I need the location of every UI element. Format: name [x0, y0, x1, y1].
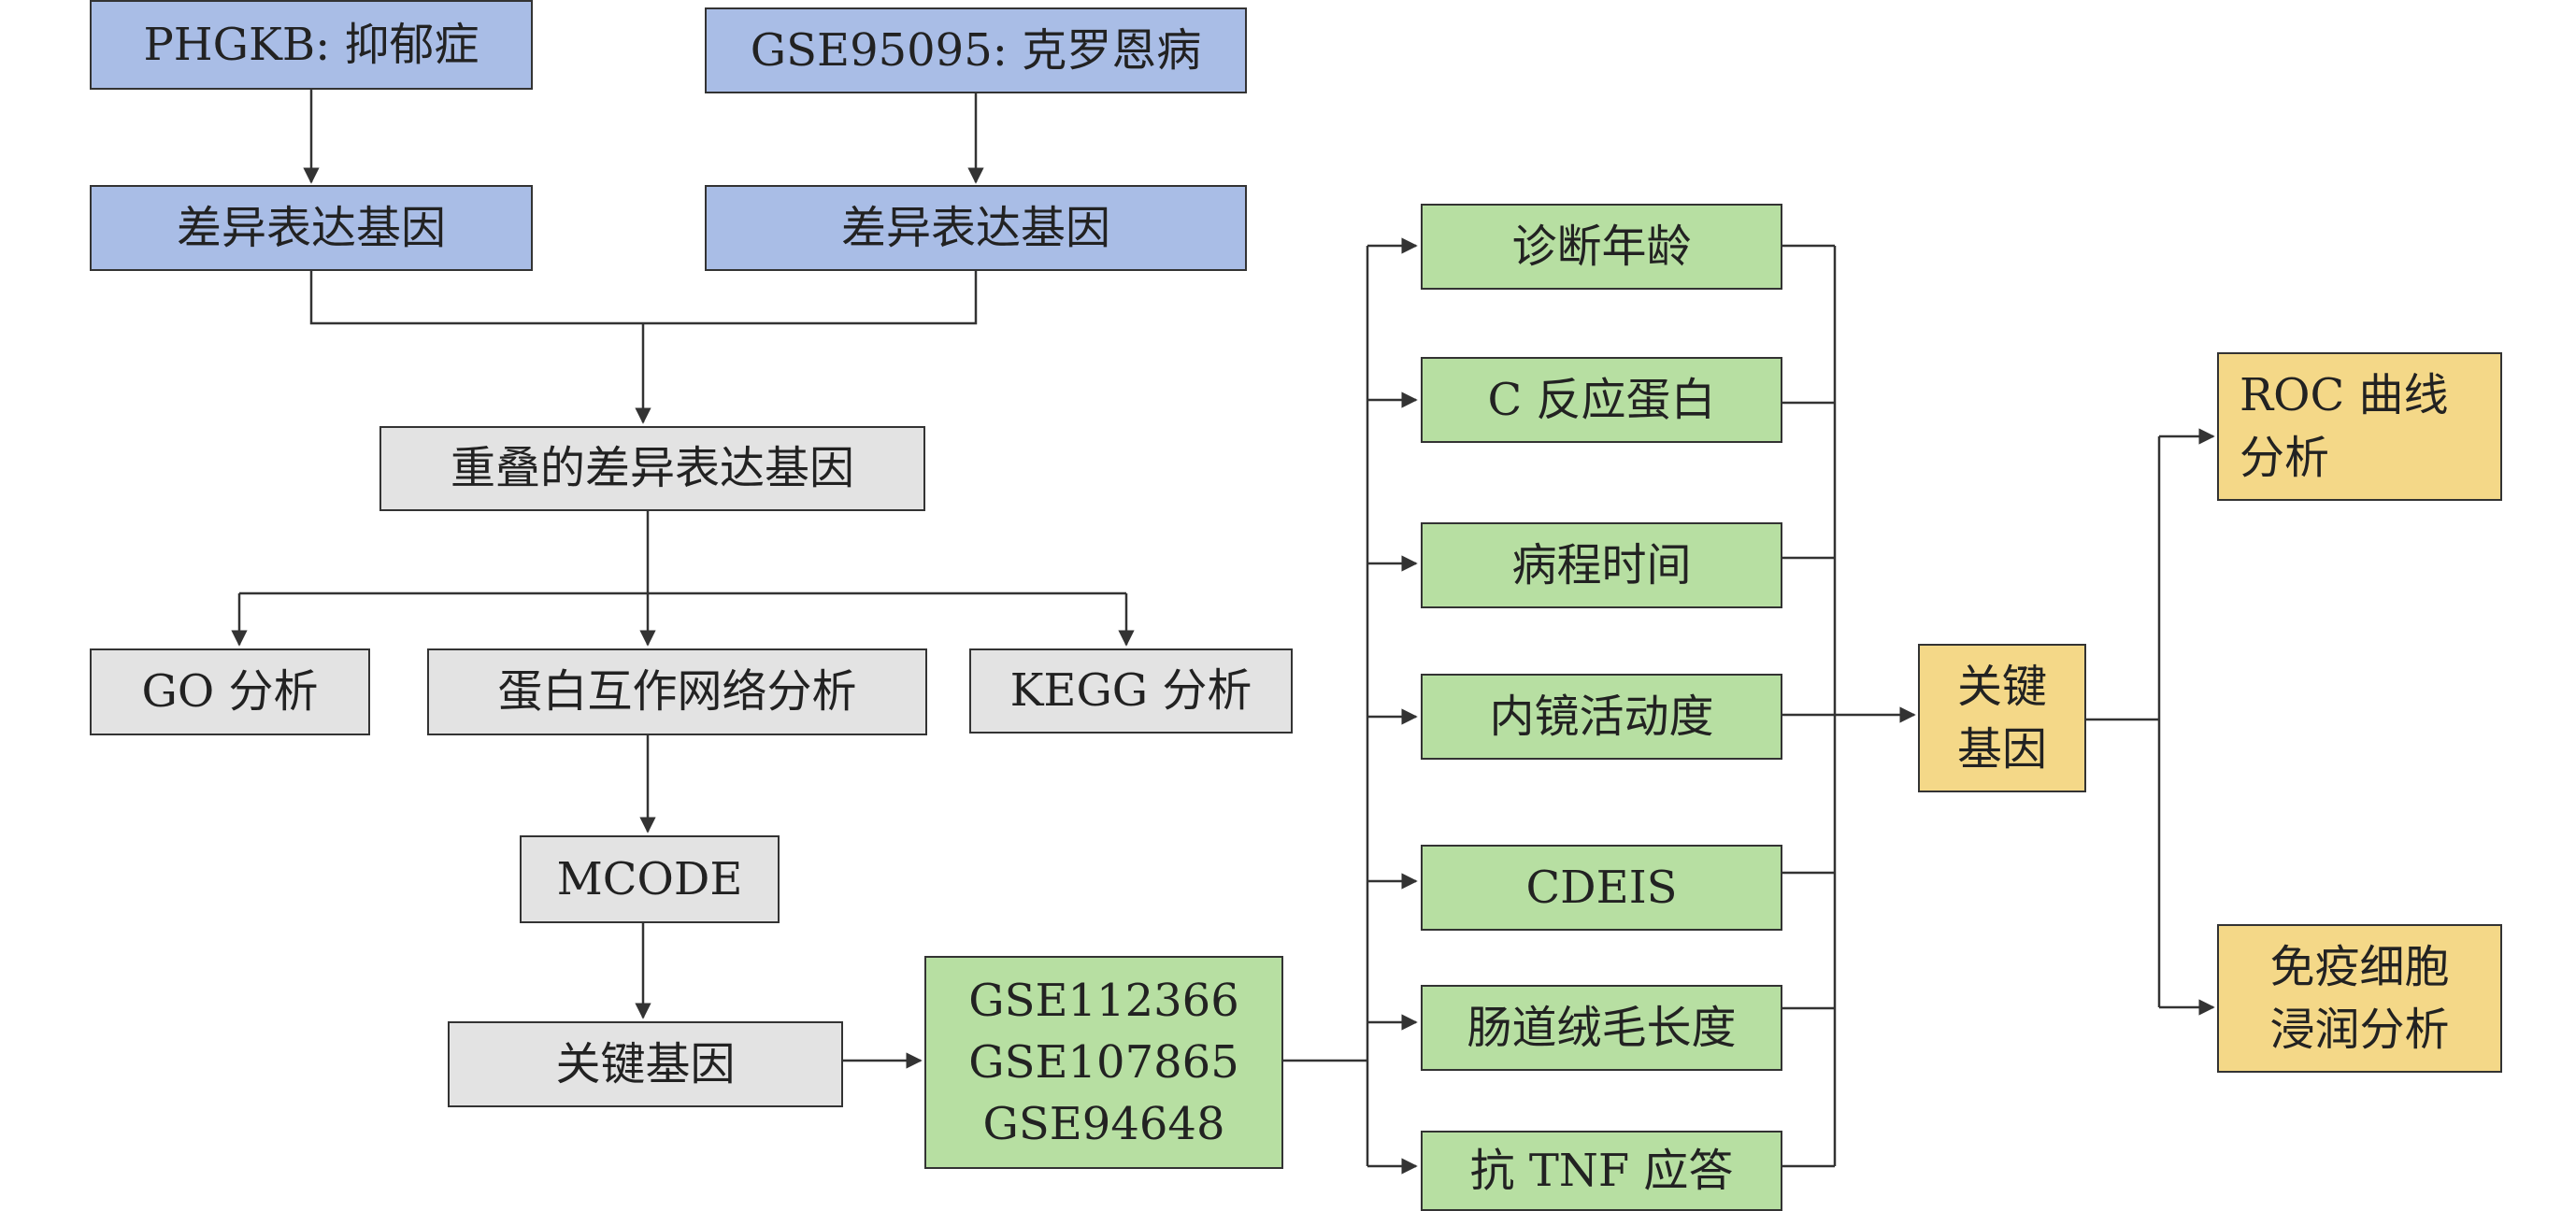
- overlap-deg-box: 重叠的差异表达基因: [379, 426, 925, 511]
- merge-deg-lines: [309, 271, 978, 325]
- roc-analysis-label-line2: 分析: [2240, 431, 2330, 484]
- clinical-feature-label: 诊断年龄: [1511, 220, 1692, 273]
- kegg-analysis-label: KEGG 分析: [1009, 664, 1252, 718]
- clinical-feature-box: 病程时间: [1421, 522, 1782, 608]
- immune-infiltration-label-line2: 浸润分析: [2269, 1003, 2450, 1056]
- key-genes-label-line1: 关键: [1956, 661, 2047, 714]
- dataset-label: GSE94648: [982, 1098, 1225, 1151]
- go-analysis-box: GO 分析: [90, 648, 370, 735]
- clinical-feature-label: 病程时间: [1511, 538, 1692, 591]
- clinical-feature-label: 内镜活动度: [1489, 690, 1714, 743]
- immune-infiltration-box: 免疫细胞 浸润分析: [2217, 924, 2502, 1073]
- clinical-feature-label: CDEIS: [1525, 861, 1678, 914]
- clinical-feature-label: 肠道绒毛长度: [1467, 1001, 1737, 1054]
- kegg-analysis-box: KEGG 分析: [969, 648, 1293, 734]
- dataset-label: GSE112366: [968, 974, 1239, 1027]
- gse95095-crohns-box: GSE95095: 克罗恩病: [705, 7, 1247, 93]
- roc-analysis-box: ROC 曲线 分析: [2217, 352, 2502, 501]
- key-genes-label-line2: 基因: [1956, 722, 2047, 776]
- deg-right-label: 差异表达基因: [840, 201, 1110, 254]
- deg-left-label: 差异表达基因: [176, 201, 446, 254]
- clinical-feature-box: 肠道绒毛长度: [1421, 985, 1782, 1071]
- clinical-feature-box: 诊断年龄: [1421, 204, 1782, 290]
- mcode-box: MCODE: [520, 835, 780, 923]
- immune-infiltration-label-line1: 免疫细胞: [2269, 941, 2450, 994]
- clinical-feature-box: 抗 TNF 应答: [1421, 1131, 1782, 1211]
- roc-analysis-label-line1: ROC 曲线: [2240, 369, 2449, 422]
- clinical-feature-box: 内镜活动度: [1421, 674, 1782, 760]
- gse95095-crohns-label: GSE95095: 克罗恩病: [750, 23, 1202, 77]
- clinical-feature-label: C 反应蛋白: [1487, 373, 1716, 426]
- hub-genes-box: 关键基因: [448, 1021, 843, 1107]
- clinical-feature-box: C 反应蛋白: [1421, 357, 1782, 443]
- phgkb-depression-label: PHGKB: 抑郁症: [143, 18, 479, 71]
- go-analysis-label: GO 分析: [141, 665, 319, 719]
- ppi-network-label: 蛋白互作网络分析: [497, 665, 857, 719]
- mcode-label: MCODE: [556, 852, 743, 905]
- clinical-feature-box: CDEIS: [1421, 845, 1782, 931]
- hub-genes-label: 关键基因: [555, 1037, 736, 1090]
- ppi-network-box: 蛋白互作网络分析: [427, 648, 927, 735]
- deg-left-box: 差异表达基因: [90, 185, 533, 271]
- deg-right-box: 差异表达基因: [705, 185, 1247, 271]
- phgkb-depression-box: PHGKB: 抑郁症: [90, 0, 533, 90]
- overlap-deg-label: 重叠的差异表达基因: [450, 442, 854, 495]
- validation-datasets-box: GSE112366 GSE107865 GSE94648: [924, 956, 1283, 1169]
- clinical-feature-label: 抗 TNF 应答: [1469, 1144, 1734, 1197]
- dataset-label: GSE107865: [968, 1035, 1239, 1089]
- key-genes-box: 关键 基因: [1918, 644, 2086, 792]
